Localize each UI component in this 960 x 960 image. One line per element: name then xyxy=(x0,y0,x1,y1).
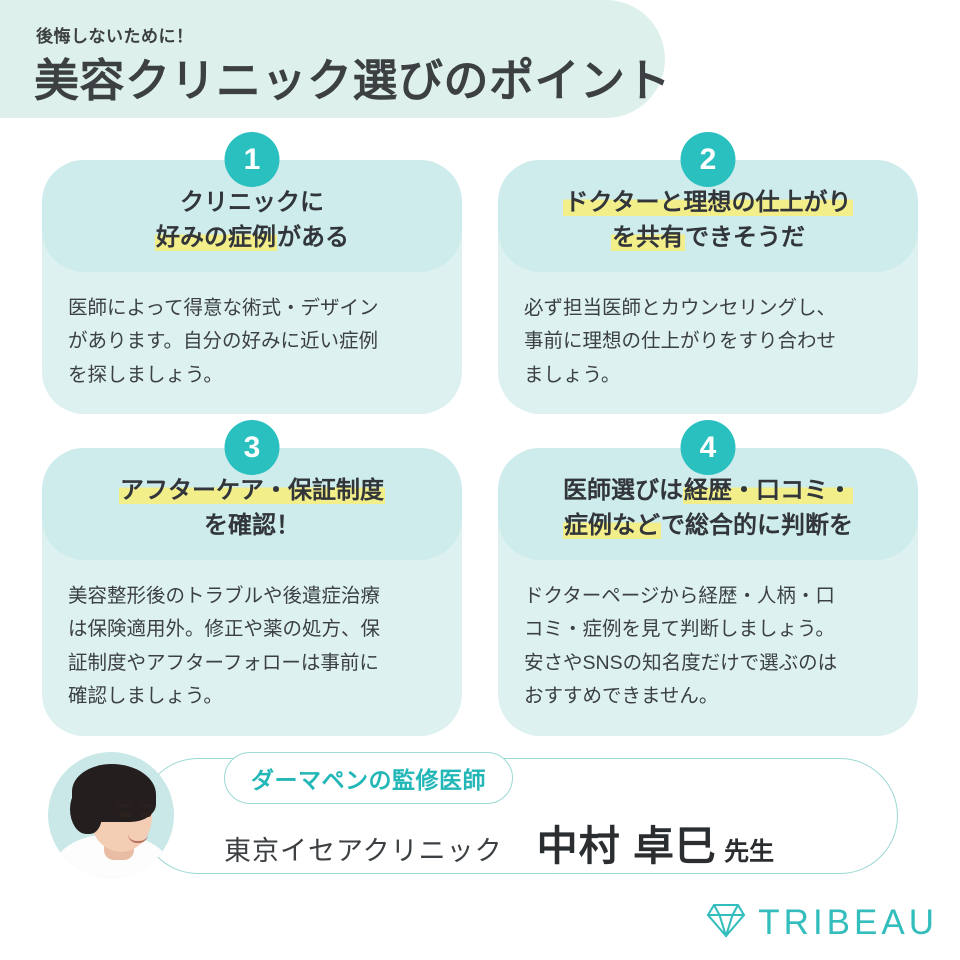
tip-card-body-2: ドクターと理想の仕上がりを共有できそうだ 必ず担当医師とカウンセリングし、事前に… xyxy=(498,160,918,415)
highlighted-text: 好みの症例 xyxy=(155,223,277,251)
doctor-honorific: 先生 xyxy=(724,838,775,866)
brand-logo-text: TRIBEAU xyxy=(758,903,938,942)
tip-card-heading-line: を確認！ xyxy=(60,509,444,544)
tip-card-text-line: おすすめできません。 xyxy=(524,685,719,708)
avatar-eye-left xyxy=(118,812,131,817)
plain-text: を確認！ xyxy=(204,511,300,539)
tip-card-heading-line: 好みの症例がある xyxy=(60,221,444,256)
supervising-doctor-bar: ダーマペンの監修医師 東京イセアクリニック 中村 卓巳 先生 xyxy=(48,752,900,878)
tip-card-heading-line: ドクターと理想の仕上がり xyxy=(516,186,900,221)
tip-card-text-1: 医師によって得意な術式・デザインがあります。自分の好みに近い症例を探しましょう。 xyxy=(42,272,462,393)
highlighted-text: 経歴・口コミ・ xyxy=(683,477,853,504)
tip-card-body-4: 医師選びは経歴・口コミ・症例などで総合的に判断を ドクターページから経歴・人柄・… xyxy=(498,448,918,736)
avatar-eye-right xyxy=(140,812,151,817)
tip-card-text-line: ましょう。 xyxy=(524,363,621,386)
tip-card-text-line: 美容整形後のトラブルや後遺症治療 xyxy=(68,584,381,607)
tip-card-heading-line: 症例などで総合的に判断を xyxy=(516,509,900,544)
doctor-avatar xyxy=(48,752,174,878)
doctor-clinic-name: 東京イセアクリニック xyxy=(224,836,503,866)
highlighted-text: アフターケア・保証制度 xyxy=(119,477,385,504)
avatar-hair-side xyxy=(70,786,102,834)
tip-card-heading-line: を共有できそうだ xyxy=(516,221,900,256)
tip-card-heading-line: クリニックに xyxy=(60,186,444,221)
tip-card-text-line: 証制度やアフターフォローは事前に xyxy=(68,651,379,674)
tip-card-text-line: コミ・症例を見て判断しましょう。 xyxy=(524,618,835,641)
diamond-icon xyxy=(706,902,746,944)
tip-card-body-1: クリニックに好みの症例がある 医師によって得意な術式・デザインがあります。自分の… xyxy=(42,160,462,415)
brand-logo: TRIBEAU xyxy=(706,902,938,944)
tip-card-text-line: 確認しましょう。 xyxy=(68,685,223,708)
doctor-role-badge: ダーマペンの監修医師 xyxy=(224,752,513,804)
doctor-name: 中村 卓巳 xyxy=(536,823,718,869)
tip-number-badge-1: 1 xyxy=(224,132,280,187)
tip-card-heading-line: 医師選びは経歴・口コミ・ xyxy=(516,474,900,509)
tip-card-text-4: ドクターページから経歴・人柄・口コミ・症例を見て判断しましょう。安さやSNSの知… xyxy=(498,560,918,714)
tip-card-text-line: ドクターページから経歴・人柄・口 xyxy=(524,584,835,607)
tip-card-text-3: 美容整形後のトラブルや後遺症治療は保険適用外。修正や薬の処方、保証制度やアフター… xyxy=(42,560,462,714)
tip-card-text-line: 安さやSNSの知名度だけで選ぶのは xyxy=(524,651,838,674)
avatar-eyebrow-left xyxy=(117,804,132,807)
doctor-identity: 東京イセアクリニック 中村 卓巳 先生 xyxy=(224,812,774,872)
tip-card-text-line: があります。自分の好みに近い症例 xyxy=(68,330,379,353)
avatar-mouth xyxy=(128,834,148,843)
plain-text: で総合的に判断を xyxy=(661,511,853,539)
highlighted-text: ドクターと理想の仕上がり xyxy=(563,189,853,216)
page-title: 美容クリニック選びのポイント xyxy=(34,55,672,106)
tip-number-badge-2: 2 xyxy=(680,132,736,187)
plain-text: できそうだ xyxy=(685,223,805,251)
tip-card-text-line: 必ず担当医師とカウンセリングし、 xyxy=(524,296,837,319)
tip-card-text-line: は保険適用外。修正や薬の処方、保 xyxy=(68,618,381,641)
tip-card-text-line: 事前に理想の仕上がりをすり合わせ xyxy=(524,330,837,353)
tip-number-badge-3: 3 xyxy=(224,420,280,475)
plain-text: がある xyxy=(277,223,349,251)
plain-text: 医師選びは xyxy=(563,477,683,504)
avatar-eyebrow-right xyxy=(140,804,153,807)
header-banner xyxy=(0,0,665,118)
highlighted-text: 症例など xyxy=(563,511,661,539)
tip-card-text-line: を探しましょう。 xyxy=(68,363,223,386)
header-kicker: 後悔しないために！ xyxy=(36,27,194,46)
tip-card-text-2: 必ず担当医師とカウンセリングし、事前に理想の仕上がりをすり合わせましょう。 xyxy=(498,272,918,393)
plain-text: クリニックに xyxy=(180,189,324,216)
tip-card-heading-line: アフターケア・保証制度 xyxy=(60,474,444,509)
tip-card-body-3: アフターケア・保証制度を確認！ 美容整形後のトラブルや後遺症治療は保険適用外。修… xyxy=(42,448,462,736)
highlighted-text: を共有 xyxy=(611,223,685,251)
tip-card-text-line: 医師によって得意な術式・デザイン xyxy=(68,296,379,319)
tip-number-badge-4: 4 xyxy=(680,420,736,475)
